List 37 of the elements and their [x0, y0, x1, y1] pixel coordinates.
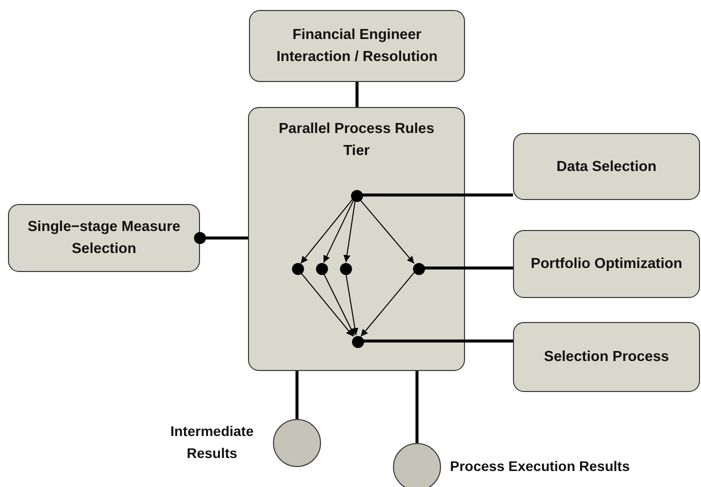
result-label: Process Execution Results: [450, 457, 630, 476]
connector-line: [416, 371, 418, 443]
result-label: Intermediate Results: [169, 422, 255, 463]
connector-line: [363, 340, 513, 342]
arrow: [300, 199, 353, 264]
arrow: [343, 200, 356, 263]
process-box: [513, 322, 700, 392]
connector-line: [424, 266, 513, 270]
arrow: [323, 200, 354, 264]
connector-line: [362, 194, 513, 196]
process-box: [513, 230, 700, 298]
connector-line: [296, 371, 298, 419]
result-circle: [273, 419, 321, 467]
junction-dot: [352, 336, 364, 348]
process-box: [249, 10, 465, 82]
node-label: Selection Process: [543, 348, 670, 367]
process-box: [513, 133, 700, 200]
node-label: Data Selection: [556, 158, 658, 176]
tier-panel: [248, 107, 465, 371]
process-box: [8, 204, 200, 272]
arrow: [300, 272, 354, 337]
arrow: [323, 272, 355, 336]
junction-dot: [316, 263, 328, 275]
result-circle: [393, 443, 441, 487]
arrow: [360, 272, 415, 337]
node-label: Portfolio Optimization: [530, 255, 684, 274]
connector-line: [356, 82, 358, 107]
arrow: [345, 273, 358, 336]
connector-line: [194, 232, 248, 244]
node-label: Single−stage Measure Selection: [26, 218, 182, 259]
junction-dot: [351, 190, 363, 202]
node-label: Parallel Process Rules Tier: [278, 120, 436, 161]
junction-dot: [292, 263, 304, 275]
node-label: Financial Engineer Interaction / Resolution: [275, 26, 439, 67]
junction-dot: [340, 263, 352, 275]
junction-dot: [413, 263, 425, 275]
arrow: [359, 199, 415, 264]
